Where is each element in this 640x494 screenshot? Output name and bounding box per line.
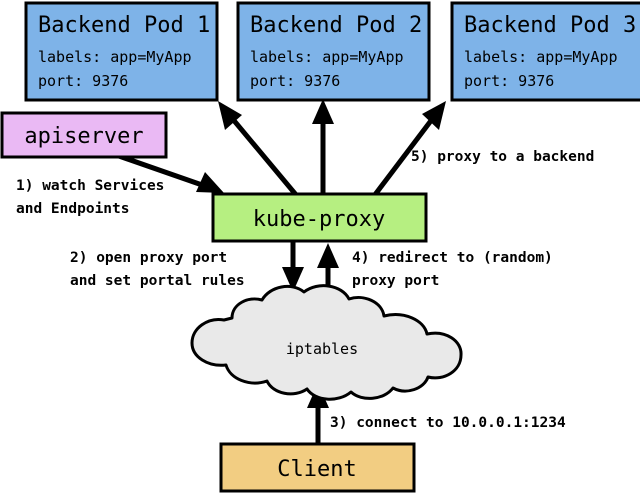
step-1-label: 1) watch Services and Endpoints <box>16 178 164 217</box>
backend-pod-1-port: port: 9376 <box>38 72 128 90</box>
iptables-cloud: iptables <box>190 284 463 401</box>
step-4-line-1: 4) redirect to (random) <box>352 250 553 266</box>
apiserver-title: apiserver <box>24 124 143 149</box>
backend-pod-1-labels: labels: app=MyApp <box>38 48 192 66</box>
client-title: Client <box>277 457 356 482</box>
step-3-line-1: 3) connect to 10.0.0.1:1234 <box>330 415 566 431</box>
backend-pod-3-labels: labels: app=MyApp <box>464 48 618 66</box>
edge-kubeproxy-to-iptables <box>282 240 304 292</box>
step-2-line-1: 2) open proxy port <box>70 250 227 266</box>
backend-pod-1-box[interactable]: Backend Pod 1 labels: app=MyApp port: 93… <box>24 1 219 102</box>
edge-kubeproxy-to-pod3 <box>372 101 446 198</box>
kube-proxy-title: kube-proxy <box>253 207 385 232</box>
backend-pod-2-title: Backend Pod 2 <box>250 13 422 38</box>
step-5-line-1: 5) proxy to a backend <box>411 149 594 165</box>
step-4-label: 4) redirect to (random) proxy port <box>352 250 553 289</box>
step-3-label: 3) connect to 10.0.0.1:1234 <box>330 415 566 431</box>
backend-pod-3-title: Backend Pod 3 <box>464 13 636 38</box>
step-1-line-2: and Endpoints <box>16 201 130 217</box>
backend-pod-1-title: Backend Pod 1 <box>38 13 210 38</box>
edge-kubeproxy-to-pod2 <box>312 99 334 196</box>
backend-pod-2-port: port: 9376 <box>250 72 340 90</box>
backend-pod-3-box[interactable]: Backend Pod 3 labels: app=MyApp port: 93… <box>450 1 640 102</box>
step-5-label: 5) proxy to a backend <box>411 149 594 165</box>
kube-proxy-box[interactable]: kube-proxy <box>211 192 428 243</box>
step-4-line-2: proxy port <box>352 273 439 289</box>
edge-kubeproxy-to-pod1 <box>218 101 299 198</box>
step-1-line-1: 1) watch Services <box>16 178 164 194</box>
apiserver-box[interactable]: apiserver <box>0 111 168 159</box>
client-box[interactable]: Client <box>219 442 416 493</box>
backend-pod-2-labels: labels: app=MyApp <box>250 48 404 66</box>
backend-pod-3-port: port: 9376 <box>464 72 554 90</box>
edge-apiserver-to-kubeproxy <box>115 152 224 193</box>
step-2-label: 2) open proxy port and set portal rules <box>70 250 245 289</box>
iptables-label: iptables <box>286 340 358 358</box>
backend-pod-2-box[interactable]: Backend Pod 2 labels: app=MyApp port: 93… <box>236 1 431 102</box>
step-2-line-2: and set portal rules <box>70 273 245 289</box>
